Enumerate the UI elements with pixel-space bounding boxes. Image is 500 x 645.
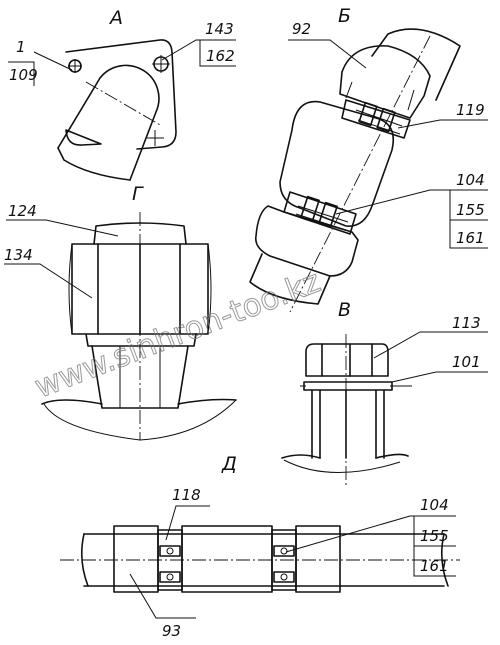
- leader-1-109: [8, 51, 73, 86]
- label-162: 162: [206, 47, 235, 65]
- leader-104-155-161-d: [285, 515, 456, 577]
- middle-coupling-d: [181, 525, 273, 593]
- view-label-b: Б: [338, 5, 351, 27]
- pipe-end: [57, 147, 131, 181]
- shank: [311, 389, 385, 459]
- label-113: 113: [452, 314, 481, 332]
- leader-118: [165, 505, 210, 541]
- middle-coupling: [279, 100, 395, 227]
- leader-92: [288, 39, 367, 69]
- right-coupling: [295, 525, 341, 593]
- label-93: 93: [162, 622, 181, 640]
- leader-93: [129, 573, 196, 619]
- label-124: 124: [8, 202, 37, 220]
- b-axis: [289, 35, 431, 313]
- label-b-161: 161: [456, 229, 485, 247]
- leader-134: [4, 263, 93, 299]
- shoulder: [85, 333, 197, 347]
- label-143: 143: [205, 20, 234, 38]
- label-d-155: 155: [420, 527, 449, 545]
- horizontal-pipe: [83, 533, 445, 587]
- leader-101: [391, 371, 488, 383]
- label-101: 101: [452, 353, 481, 371]
- view-d: 118 104 155 161 93 Д: [60, 453, 460, 640]
- base-line: [41, 398, 237, 405]
- upper-clamp-bolts: [355, 101, 403, 135]
- label-92: 92: [292, 20, 311, 38]
- v-base: [281, 453, 409, 459]
- pipe-axis: [85, 81, 163, 127]
- leader-119: [397, 119, 488, 129]
- view-label-g: Г: [132, 183, 144, 205]
- left-coupling: [113, 525, 159, 593]
- upper-coupling: [339, 45, 431, 119]
- label-118: 118: [172, 486, 201, 504]
- lower-coupling: [254, 205, 359, 277]
- view-label-a: А: [108, 7, 123, 29]
- label-1: 1: [16, 38, 26, 56]
- leader-113: [373, 331, 488, 359]
- view-a: 1 109 143 162 А: [8, 7, 236, 181]
- flange-bolt-holes: [68, 55, 170, 146]
- leader-143-162: [161, 39, 236, 67]
- upper-pipe: [371, 28, 461, 101]
- lower-clamp: [283, 191, 357, 235]
- label-134: 134: [4, 246, 33, 264]
- nut: [305, 343, 389, 377]
- upper-clamp: [341, 99, 411, 139]
- view-v: 113 101 В: [281, 299, 488, 486]
- view-g: 124 134 Г: [4, 183, 237, 441]
- label-109: 109: [9, 66, 38, 84]
- view-b: 92 119 104 155 161 Б: [249, 5, 488, 313]
- leader-104-155-161: [335, 189, 488, 249]
- label-b-155: 155: [456, 201, 485, 219]
- label-d-161: 161: [420, 557, 449, 575]
- view-label-d: Д: [221, 453, 237, 475]
- label-b-104: 104: [456, 171, 485, 189]
- view-label-v: В: [338, 299, 351, 321]
- washer: [303, 381, 393, 391]
- leader-124: [6, 219, 119, 237]
- inclined-pipe: [57, 64, 160, 181]
- label-119: 119: [456, 101, 485, 119]
- flange-plate: [65, 39, 177, 150]
- neck: [91, 345, 189, 409]
- label-d-104: 104: [420, 496, 449, 514]
- lower-pipe: [249, 253, 331, 305]
